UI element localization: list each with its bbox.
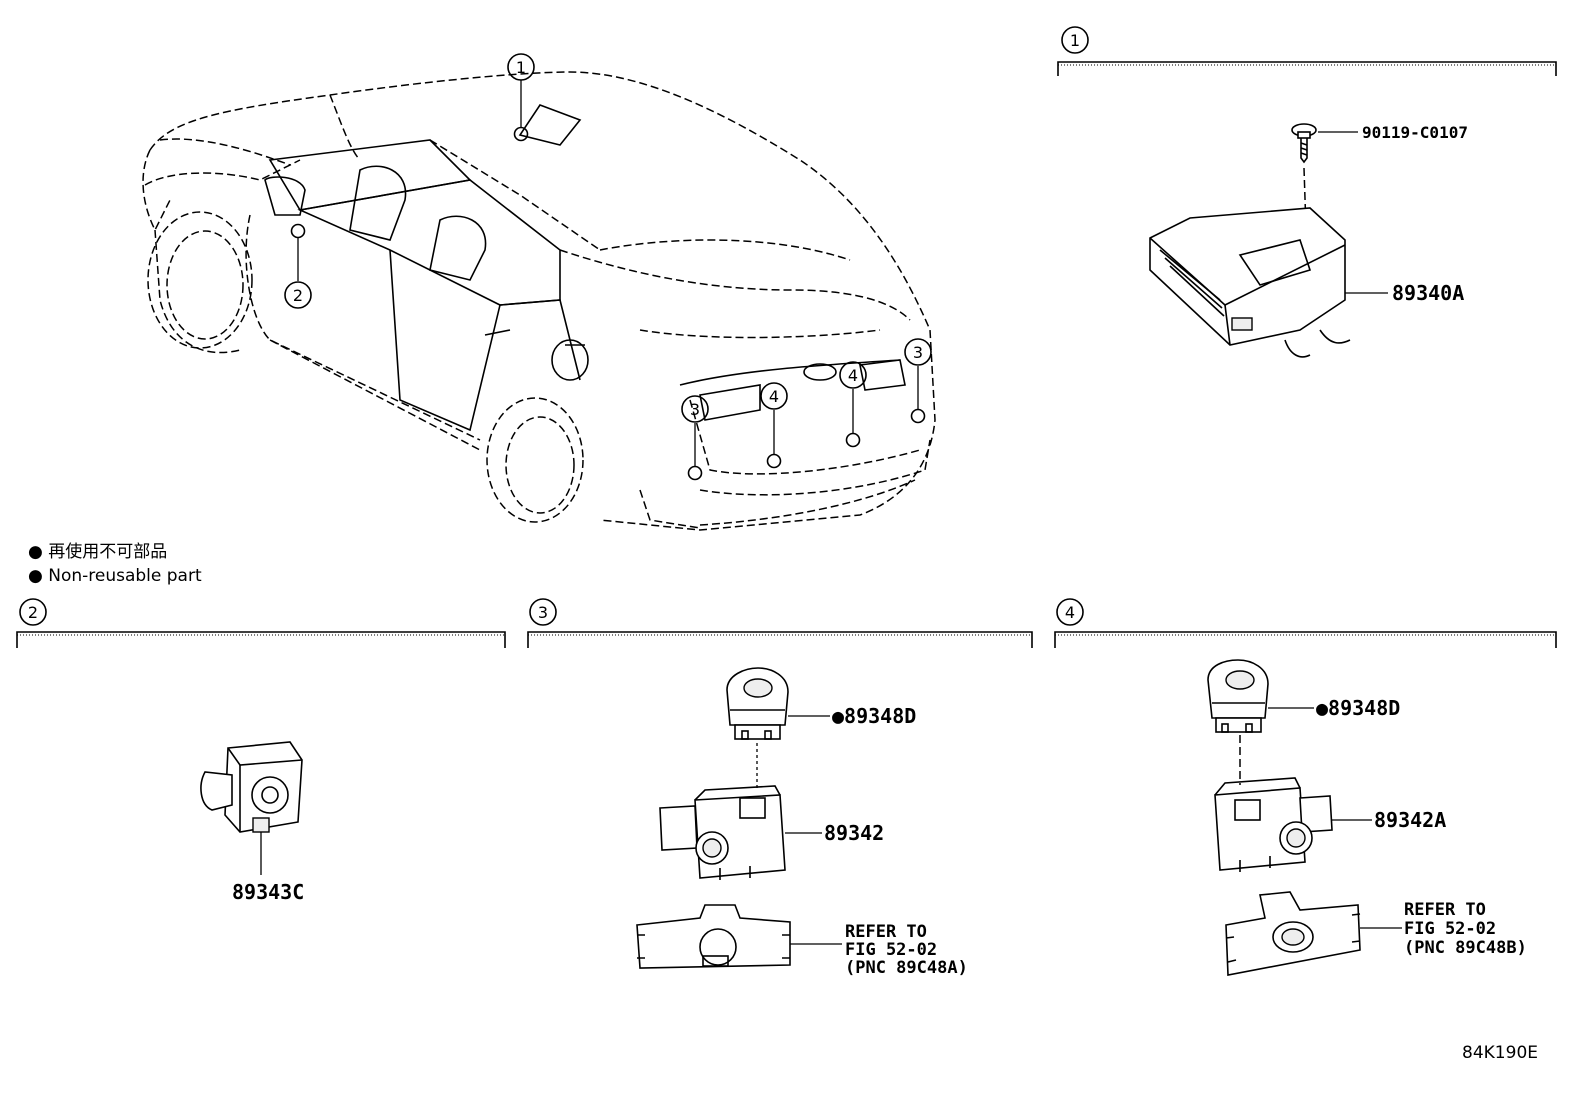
callout-number: 3	[913, 343, 923, 362]
callout-number: 4	[769, 387, 779, 406]
sensor-icon	[200, 741, 303, 833]
callout-number: 1	[516, 58, 526, 77]
parking-sensor-icon	[1214, 777, 1333, 872]
reference-line-1: REFER TO	[1404, 900, 1486, 920]
callout-number: 3	[690, 400, 700, 419]
part-number-sensor: 89342	[824, 821, 884, 845]
marker-ring-4a	[766, 453, 782, 469]
part-number-sensor: 89343C	[232, 880, 304, 904]
callout-number: 2	[293, 286, 303, 305]
car-callout-3a: 3	[681, 395, 709, 423]
legend-japanese: ● 再使用不可部品	[28, 541, 167, 562]
section-number: 1	[1070, 31, 1080, 50]
car-callout-4b: 4	[839, 361, 867, 389]
bolt-icon	[1291, 123, 1317, 164]
sensor-retainer-icon	[636, 904, 791, 969]
marker-ring-3b	[910, 408, 926, 424]
car-callout-4a: 4	[760, 382, 788, 410]
section-number: 2	[28, 603, 38, 622]
reference-line-2: FIG 52-02	[1404, 919, 1496, 939]
callout-number: 4	[848, 366, 858, 385]
reference-line-3: (PNC 89C48B)	[1404, 938, 1527, 958]
part-number-ecu: 89340A	[1392, 281, 1464, 305]
car-illustration	[142, 71, 936, 531]
marker-ring-4b	[845, 432, 861, 448]
reference-line-2: FIG 52-02	[845, 940, 937, 960]
part-number-cap: ●89348D	[1316, 696, 1400, 720]
legend-english: ● Non-reusable part	[28, 566, 202, 586]
ecu-module-icon	[1149, 207, 1351, 358]
section-2: 2 89343C	[16, 598, 506, 904]
section-3: 3 ●89348D 89342	[527, 598, 1033, 978]
sensor-cap-icon	[726, 667, 789, 740]
parking-sensor-icon	[659, 785, 786, 880]
marker-ring-1	[513, 126, 529, 142]
marker-ring-3a	[687, 465, 703, 481]
sensor-cap-icon	[1207, 659, 1269, 733]
legend: ● 再使用不可部品 ● Non-reusable part	[28, 541, 202, 586]
reference-line-1: REFER TO	[845, 922, 927, 942]
car-callout-1: 1	[507, 53, 535, 81]
car-callout-2: 2	[284, 281, 312, 309]
part-number-bolt: 90119-C0107	[1362, 123, 1468, 142]
part-number-cap: ●89348D	[832, 704, 916, 728]
car-mount-markers	[290, 126, 926, 481]
part-number-sensor: 89342A	[1374, 808, 1446, 832]
section-4: 4 ●89348D 89342A	[1054, 598, 1557, 976]
car-callout-3b: 3	[904, 338, 932, 366]
section-number: 3	[538, 603, 548, 622]
car-callout-leads	[297, 80, 919, 466]
section-1: 1 90119-C0107 89340A	[1057, 26, 1557, 358]
figure-code: 84K190E	[1462, 1043, 1538, 1063]
marker-ring-2	[290, 223, 306, 239]
reference-line-3: (PNC 89C48A)	[845, 958, 968, 978]
section-number: 4	[1065, 603, 1075, 622]
sensor-retainer-icon	[1225, 891, 1361, 976]
